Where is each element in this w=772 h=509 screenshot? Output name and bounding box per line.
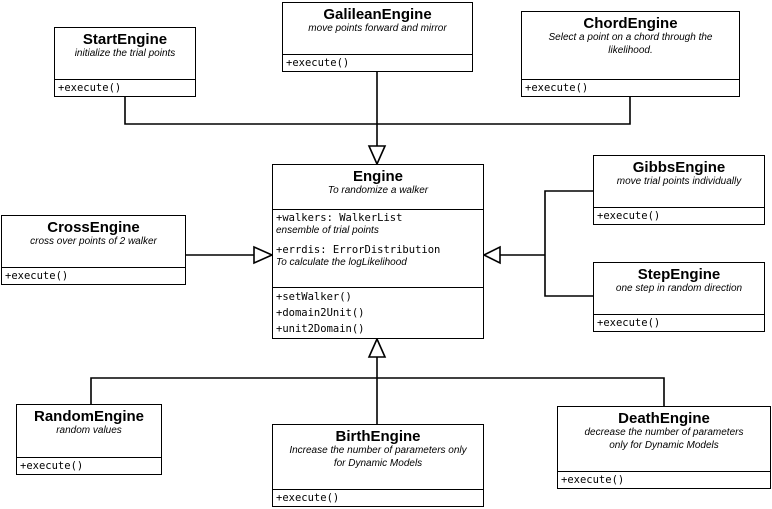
class-description: Increase the number of parameters only f… bbox=[289, 445, 467, 469]
class-name: CrossEngine bbox=[47, 219, 140, 236]
method: +setWalker() bbox=[276, 291, 352, 303]
attribute-description: To calculate the logLikelihood bbox=[276, 257, 407, 268]
method: +execute() bbox=[58, 82, 122, 94]
generalization-arrow-left bbox=[253, 245, 274, 265]
class-cross-engine[interactable]: CrossEngine cross over points of 2 walke… bbox=[1, 215, 186, 285]
class-chord-engine[interactable]: ChordEngine Select a point on a chord th… bbox=[521, 11, 740, 97]
class-description: one step in random direction bbox=[615, 283, 743, 294]
generalization-arrow-right bbox=[482, 245, 501, 265]
class-engine-attributes: +walkers: WalkerList ensemble of trial p… bbox=[273, 209, 483, 287]
method: +execute() bbox=[597, 317, 661, 329]
class-name: StepEngine bbox=[637, 266, 721, 283]
class-name: GibbsEngine bbox=[632, 159, 726, 176]
class-name: DeathEngine bbox=[618, 410, 710, 427]
class-death-engine[interactable]: DeathEngine decrease the number of param… bbox=[557, 406, 771, 489]
method: +execute() bbox=[561, 474, 625, 486]
method: +unit2Domain() bbox=[276, 323, 365, 335]
class-description: random values bbox=[56, 425, 122, 436]
class-name: BirthEngine bbox=[335, 428, 421, 445]
class-birth-engine[interactable]: BirthEngine Increase the number of param… bbox=[272, 424, 484, 507]
class-description: Select a point on a chord through the li… bbox=[548, 32, 713, 56]
class-engine[interactable]: Engine To randomize a walker +walkers: W… bbox=[272, 164, 484, 339]
class-description: move points forward and mirror bbox=[308, 23, 447, 34]
method: +execute() bbox=[5, 270, 69, 282]
class-random-engine[interactable]: RandomEngine random values +execute() bbox=[16, 404, 162, 475]
class-engine-description: To randomize a walker bbox=[327, 185, 429, 196]
attribute-signature: +errdis: ErrorDistribution bbox=[276, 244, 441, 256]
class-description: move trial points individually bbox=[616, 176, 742, 187]
class-name: RandomEngine bbox=[33, 408, 144, 425]
attribute-signature: +walkers: WalkerList bbox=[276, 212, 403, 224]
class-step-engine[interactable]: StepEngine one step in random direction … bbox=[593, 262, 765, 332]
class-name: GalileanEngine bbox=[323, 6, 432, 23]
class-engine-methods: +setWalker() +domain2Unit() +unit2Domain… bbox=[273, 287, 483, 336]
method: +execute() bbox=[20, 460, 84, 472]
method: +execute() bbox=[525, 82, 589, 94]
method: +execute() bbox=[597, 210, 661, 222]
class-name: ChordEngine bbox=[583, 15, 678, 32]
class-name: StartEngine bbox=[82, 31, 168, 48]
class-description: initialize the trial points bbox=[74, 48, 176, 59]
class-description: decrease the number of parameters only f… bbox=[584, 427, 744, 451]
generalization-arrow-bottom bbox=[367, 337, 387, 358]
class-engine-name: Engine bbox=[352, 168, 403, 185]
method: +domain2Unit() bbox=[276, 307, 365, 319]
method: +execute() bbox=[276, 492, 340, 504]
class-gibbs-engine[interactable]: GibbsEngine move trial points individual… bbox=[593, 155, 765, 225]
method: +execute() bbox=[286, 57, 350, 69]
class-galilean-engine[interactable]: GalileanEngine move points forward and m… bbox=[282, 2, 473, 72]
generalization-arrow-top bbox=[367, 145, 387, 166]
class-description: cross over points of 2 walker bbox=[30, 236, 157, 247]
attribute-description: ensemble of trial points bbox=[276, 225, 379, 236]
gibbs-step-connector bbox=[544, 190, 593, 297]
class-start-engine[interactable]: StartEngine initialize the trial points … bbox=[54, 27, 196, 97]
